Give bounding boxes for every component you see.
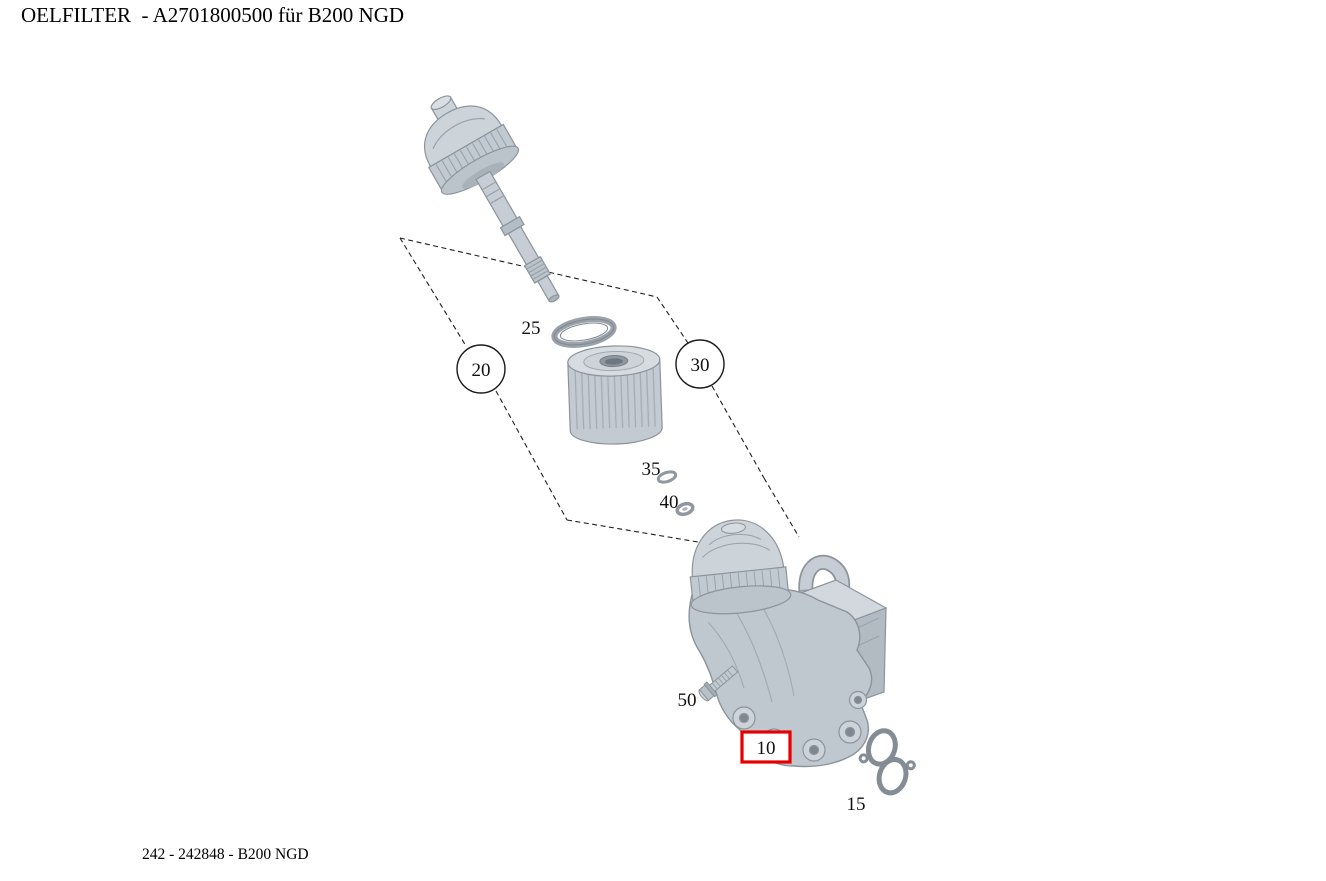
callout-label[interactable]: 20: [472, 360, 491, 381]
seal-ring-40-drawing: [675, 501, 695, 517]
filter-element-drawing: [567, 345, 663, 445]
page-footer: 242 - 242848 - B200 NGD: [142, 846, 309, 863]
selection-box[interactable]: [740, 730, 792, 764]
callout-35[interactable]: 35: [642, 459, 661, 480]
callout-30[interactable]: 30: [675, 339, 725, 389]
callout-label[interactable]: 30: [691, 355, 710, 376]
filter-cap-assembly-drawing: [423, 95, 560, 303]
gasket-15-drawing: [858, 728, 916, 796]
callout-25[interactable]: 25: [522, 318, 541, 339]
callout-circle[interactable]: [456, 344, 506, 394]
seal-ring-35-drawing: [656, 470, 678, 484]
callout-10-selected[interactable]: 10: [740, 730, 792, 764]
bolt-50-drawing: [698, 665, 739, 702]
callout-circle[interactable]: [675, 339, 725, 389]
callout-20[interactable]: 20: [456, 344, 506, 394]
o-ring-25-drawing: [551, 316, 617, 348]
callout-15[interactable]: 15: [847, 794, 866, 815]
callout-40[interactable]: 40: [660, 492, 679, 513]
callout-50[interactable]: 50: [678, 690, 697, 711]
callout-label[interactable]: 10: [757, 738, 776, 759]
page-title: OELFILTER - A2701800500 für B200 NGD: [21, 3, 405, 27]
callout-leader-lines: [399, 237, 800, 543]
filter-housing-drawing: [688, 519, 888, 768]
